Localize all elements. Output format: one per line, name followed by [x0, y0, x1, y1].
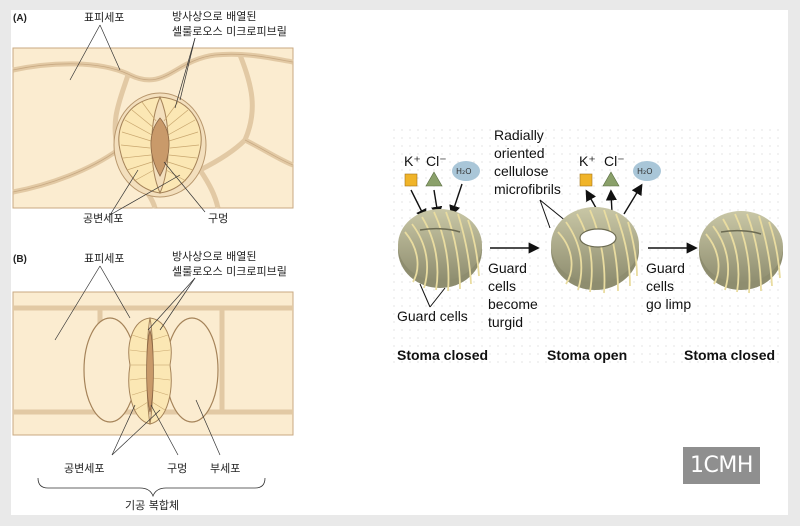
panel-b: (B) 표피세포 방사상으로 배열된 셀룰로오스 미크로피브릴 [12, 250, 294, 512]
stoma-open-caption: Stoma open [547, 347, 627, 363]
panel-a: (A) 표피세포 방사상으로 배열된 셀룰로오스 미크로피브릴 [12, 10, 294, 225]
complex-brace [37, 477, 266, 498]
k-ion-label-1: K⁺ [404, 153, 421, 169]
k-ion-label-2: K⁺ [579, 153, 596, 169]
panel-b-epidermal-label: 표피세포 [84, 252, 124, 265]
panel-b-pore-label: 구멍 [167, 462, 187, 475]
water-label-2: H₂O [637, 167, 653, 176]
panel-b-complex-label: 기공 복합체 [125, 499, 179, 512]
panel-b-letter: (B) [13, 254, 27, 265]
cl-ion-triangle-1 [425, 171, 443, 187]
cl-ion-label-1: Cl⁻ [426, 153, 447, 169]
panel-a-pore-label: 구멍 [208, 212, 228, 225]
panel-b-stoma [83, 317, 219, 425]
turgid-label-2: cells [488, 278, 516, 294]
panel-b-subsidiary-label: 부세포 [210, 462, 240, 475]
water-label-1: H₂O [456, 167, 472, 176]
radial-label-1: Radially [494, 127, 544, 143]
radial-label-2: oriented [494, 145, 545, 161]
stoma-closed-caption-2: Stoma closed [684, 347, 775, 363]
k-ion-square-2 [579, 173, 593, 187]
watermark-badge: 1CMH [683, 447, 760, 484]
stoma-open [551, 207, 639, 294]
panel-a-epidermal-label: 표피세포 [84, 11, 124, 24]
k-ion-square-1 [404, 173, 418, 187]
stoma-pore-open [579, 228, 617, 248]
panel-b-microfibril-label-2: 셀룰로오스 미크로피브릴 [172, 265, 287, 278]
limp-label-2: cells [646, 278, 674, 294]
panel-b-guard-label: 공변세포 [64, 462, 104, 475]
radial-label-3: cellulose [494, 163, 549, 179]
panel-a-microfibril-label-1: 방사상으로 배열된 [172, 10, 256, 23]
stoma-closed-1 [398, 209, 482, 292]
panel-a-letter: (A) [13, 13, 27, 24]
turgid-label-3: become [488, 296, 538, 312]
radial-label-4: microfibrils [494, 181, 561, 197]
panel-a-guard-label: 공변세포 [83, 212, 123, 225]
stoma-closed-2 [699, 211, 783, 294]
cl-ion-label-2: Cl⁻ [604, 153, 625, 169]
limp-label-3: go limp [646, 296, 691, 312]
turgid-label-1: Guard [488, 260, 527, 276]
limp-label-1: Guard [646, 260, 685, 276]
panel-a-microfibril-label-2: 셀룰로오스 미크로피브릴 [172, 25, 287, 38]
water-drop-icon [452, 161, 480, 181]
right-panel: K⁺ Cl⁻ H₂O Guard cells [392, 127, 784, 368]
turgid-label-4: turgid [488, 314, 523, 330]
panel-b-microfibril-label-1: 방사상으로 배열된 [172, 250, 256, 263]
cl-ion-triangle-2 [602, 171, 620, 187]
guard-cells-label: Guard cells [397, 308, 468, 324]
panel-a-stoma [113, 92, 207, 198]
water-drop-icon-2 [633, 161, 661, 181]
stoma-closed-caption-1: Stoma closed [397, 347, 488, 363]
